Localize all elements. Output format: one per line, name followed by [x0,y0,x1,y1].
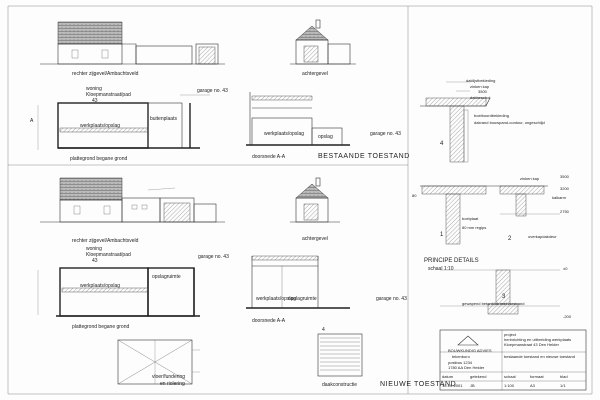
new-section-aa: werkplaats/opslag opslagruimte garage no… [246,255,407,324]
detail-3-foundation: ±0 gewapend betonblok met vorstrand -200… [440,266,572,319]
new-section-workshop: werkplaats/opslag [256,296,296,302]
new-room-house: woning [86,246,102,252]
detail-top-label-4: boeiboordbekleding [474,113,509,118]
new-rear-facade-label: achtergevel [302,236,328,242]
existing-section-label: doorsnede A-A [252,154,286,160]
existing-right-facade-label: rechter zijgevel/Ambachtsveld [72,71,139,77]
new-roof-plan-label: daakconstructie [322,382,357,388]
existing-section-storage: opslag [318,134,333,140]
existing-section-mark-a: A [30,118,34,124]
new-room-address: Kloepmanstraat/pad [86,252,131,258]
new-foundation-plan: vloer/fundering en riolering [117,339,200,387]
new-stage-title: NIEUWE TOESTAND [380,381,456,388]
new-section-label: doorsnede A-A [252,318,286,324]
new-right-facade-label: rechter zijgevel/Ambachtsveld [72,238,139,244]
new-room-number: 43 [92,258,98,264]
title-meta-value-1: 12-10-2001 [442,383,463,388]
detail-middle-label-2: kalkarm [552,195,567,200]
existing-section-workshop: werkplaats/opslag [264,131,304,137]
title-meta-value-2: JB [470,383,475,388]
existing-stage-title: BESTAANDE TOESTAND [318,153,410,160]
title-drawing-line: bestaande toestand en nieuwe toestand [504,354,575,359]
existing-rear-facade: achtergevel [290,19,356,77]
new-floor-plan-note-1: vloer/fundering [152,374,185,380]
title-project-line-2: Kloepmanstraat 43 Den Helder [504,342,560,347]
title-meta-value-3: 1:100 [504,383,515,388]
title-meta-label-1: datum [442,374,454,379]
existing-room-address: Kloepmanstraat/pad [86,92,131,98]
title-address-line-2: 1780 AA Den Helder [448,365,485,370]
detail-mid-left-label: 80 [412,193,417,198]
detail-bottom-level: ±0 [563,266,568,271]
detail-4-number: 4 [440,141,444,147]
title-meta-label-4: formaat [530,374,544,379]
title-meta-value-5: 1/1 [560,383,566,388]
detail-2-number: 2 [508,236,512,242]
title-address-line-1: postbus 1234 [448,360,473,365]
existing-garage-label-2: garage no. 43 [370,131,401,137]
detail-1-number: 1 [440,232,444,238]
new-storage-room-label: opslagruimte [152,274,181,280]
new-rear-facade: achtergevel [290,177,340,242]
existing-workshop-label: werkplaats/opslag [80,123,120,129]
new-workshop-label: werkplaats/opslag [80,283,120,289]
new-roof-plan-number: 4 [322,327,325,333]
title-company-sub: tekenburo [452,354,471,359]
existing-floorplan-label: plattegrond begane grond [70,156,127,162]
existing-section-aa: werkplaats/opslag opslag garage no. 43 d… [246,92,410,160]
title-project-heading: project [504,332,517,337]
existing-garage-label: garage no. 43 [197,88,228,94]
detail-middle-label-5: overkapdakdeur [528,234,557,239]
detail-middle-level-2: 3200 [560,186,570,191]
detail-middle-level-3: 2750 [560,209,570,214]
existing-rear-facade-label: achtergevel [302,71,328,77]
detail-middle-label-3: boeiplaat [462,216,479,221]
new-garage-label: garage no. 43 [198,254,229,260]
title-block: project herinrichting en uitbreiding wer… [439,329,587,391]
detail-top-label-3: dakbeschot [470,95,491,100]
new-section-storage: opslagruimte [288,296,317,302]
title-meta-label-5: blad [560,374,568,379]
detail-level-top: 3500 [478,89,488,94]
existing-floorplan: A woning Kloepmanstraat/pad 43 werkplaat… [30,86,228,162]
detail-top-label-1: daklijstbekleding [466,78,495,83]
new-right-facade: rechter zijgevel/Ambachtsveld [40,177,225,244]
title-meta-label-3: schaal [504,374,516,379]
details-scale: schaal 1:10 [428,266,454,272]
new-floorplan-label: plattegrond begane grond [72,324,129,330]
existing-right-facade: rechter zijgevel/Ambachtsveld [40,21,225,77]
new-garage-label-2: garage no. 43 [376,296,407,302]
detail-foundation-label: gewapend betonblok met vorstrand [462,301,524,306]
title-meta-label-2: getekend [470,374,486,379]
detail-bottom-level-2: -200 [563,314,572,319]
new-roof-plan: 4 daakconstructie NIEUWE TOESTAND [317,327,456,388]
existing-outdoor-space-label: buitenplaats [150,116,177,122]
company-logo-icon [457,335,479,346]
detail-1-2-eaves: 80 zinken kap kalkarm boeiplaat 80 mm re… [412,174,570,245]
title-meta-value-4: A3 [530,383,536,388]
existing-room-number: 43 [92,98,98,104]
detail-middle-level-1: 3500 [560,174,570,179]
details-section-title: PRINCIPE DETAILS [424,258,479,264]
detail-middle-label-1: zinken kap [520,176,540,181]
detail-4-roof-edge: daklijstbekleding zinken kap dakbeschot … [420,78,545,163]
detail-middle-label-4: 80 mm regips [462,225,486,230]
title-project-line-1: herinrichting en uitbreiding werkplaats [504,337,571,342]
detail-3-number: 3 [502,294,506,300]
title-company-name: BOUWKUNDIG ADVIES [448,348,492,353]
existing-room-house: woning [86,86,102,92]
detail-top-label-2: zinken kap [470,84,490,89]
detail-top-label-5: dakrand bouwpand-contour, ongeschiljd [474,120,545,125]
sheet-border [7,5,593,395]
new-floor-plan-note-2: en riolering [160,381,185,387]
new-floorplan: woning Kloepmanstraat/pad 43 werkplaats/… [37,246,229,330]
